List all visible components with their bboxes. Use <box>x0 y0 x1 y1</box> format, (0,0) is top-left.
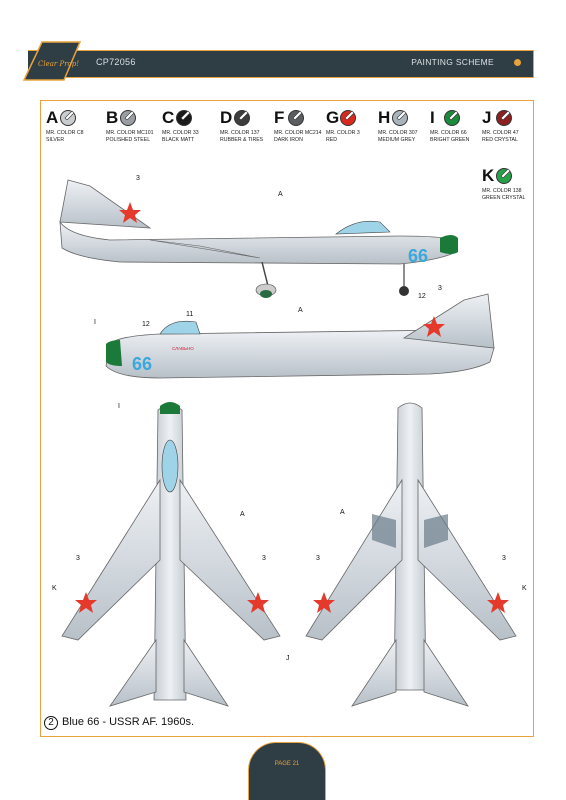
svg-text:A: A <box>278 191 283 198</box>
paint-swatch-icon <box>392 110 408 126</box>
svg-text:I: I <box>94 319 96 326</box>
svg-text:3: 3 <box>438 285 442 292</box>
cockpit-stencil: СЛАВЬНО <box>172 346 194 351</box>
paint-swatch-icon <box>60 110 76 126</box>
paint-swatch-icon <box>496 110 512 126</box>
page-header: Clear Prop! CP72056 PAINTING SCHEME <box>0 40 534 84</box>
svg-text:3: 3 <box>262 555 266 562</box>
svg-text:K: K <box>52 585 57 592</box>
paint-swatch-icon <box>176 110 192 126</box>
top-view: I 3 3 A K J <box>52 402 290 707</box>
page-number: PAGE 21 <box>274 761 300 767</box>
svg-text:3: 3 <box>136 175 140 182</box>
swatch-letter: B <box>106 108 119 127</box>
swatch-letter: A <box>46 108 59 127</box>
svg-text:I: I <box>118 403 120 410</box>
scheme-number: 2 <box>44 716 58 730</box>
header-dot-icon <box>514 59 521 66</box>
swatch-letter: F <box>274 108 285 127</box>
svg-text:A: A <box>240 511 245 518</box>
paint-swatch-icon <box>444 110 460 126</box>
swatch-letter: I <box>430 108 435 127</box>
swatch-letter: J <box>482 108 492 127</box>
section-title: PAINTING SCHEME <box>411 57 494 67</box>
tail-number: 66 <box>408 246 428 266</box>
paint-swatch-icon <box>288 110 304 126</box>
svg-text:11: 11 <box>186 311 193 318</box>
paint-swatch-icon <box>234 110 250 126</box>
swatch-letter: C <box>162 108 175 127</box>
header-band <box>28 50 534 78</box>
star-marking <box>119 202 141 223</box>
svg-text:3: 3 <box>316 555 320 562</box>
tail-number-left: 66 <box>132 354 152 374</box>
svg-text:A: A <box>340 509 345 516</box>
paint-swatch-icon <box>340 110 356 126</box>
bottom-view: 3 3 A K <box>305 402 527 707</box>
swatch-letter: G <box>326 108 340 127</box>
swatch-letter: K <box>482 166 495 185</box>
svg-text:J: J <box>286 655 290 662</box>
product-code: CP72056 <box>96 57 136 67</box>
svg-text:K: K <box>522 585 527 592</box>
side-view-right: 66 3 A 12 <box>59 175 458 300</box>
svg-text:12: 12 <box>418 293 426 300</box>
swatch-letter: H <box>378 108 391 127</box>
svg-text:12: 12 <box>142 321 150 328</box>
svg-text:A: A <box>298 307 303 314</box>
star-marking-left <box>423 316 445 337</box>
content-frame <box>40 100 534 737</box>
paint-swatch-icon <box>120 110 136 126</box>
paint-swatch-icon <box>496 168 512 184</box>
side-view-left: 66 СЛАВЬНО 3 12 11 I A <box>94 285 495 379</box>
logo-text: Clear Prop! <box>38 60 79 68</box>
scheme-caption: 2 Blue 66 - USSR AF. 1960s. <box>44 716 194 730</box>
swatch-letter: D <box>220 108 233 127</box>
svg-text:3: 3 <box>502 555 506 562</box>
svg-text:3: 3 <box>76 555 80 562</box>
brand-logo: Clear Prop! <box>22 41 82 81</box>
page-footer: PAGE 21 <box>248 742 326 800</box>
scheme-title: Blue 66 - USSR AF. 1960s. <box>62 716 195 728</box>
